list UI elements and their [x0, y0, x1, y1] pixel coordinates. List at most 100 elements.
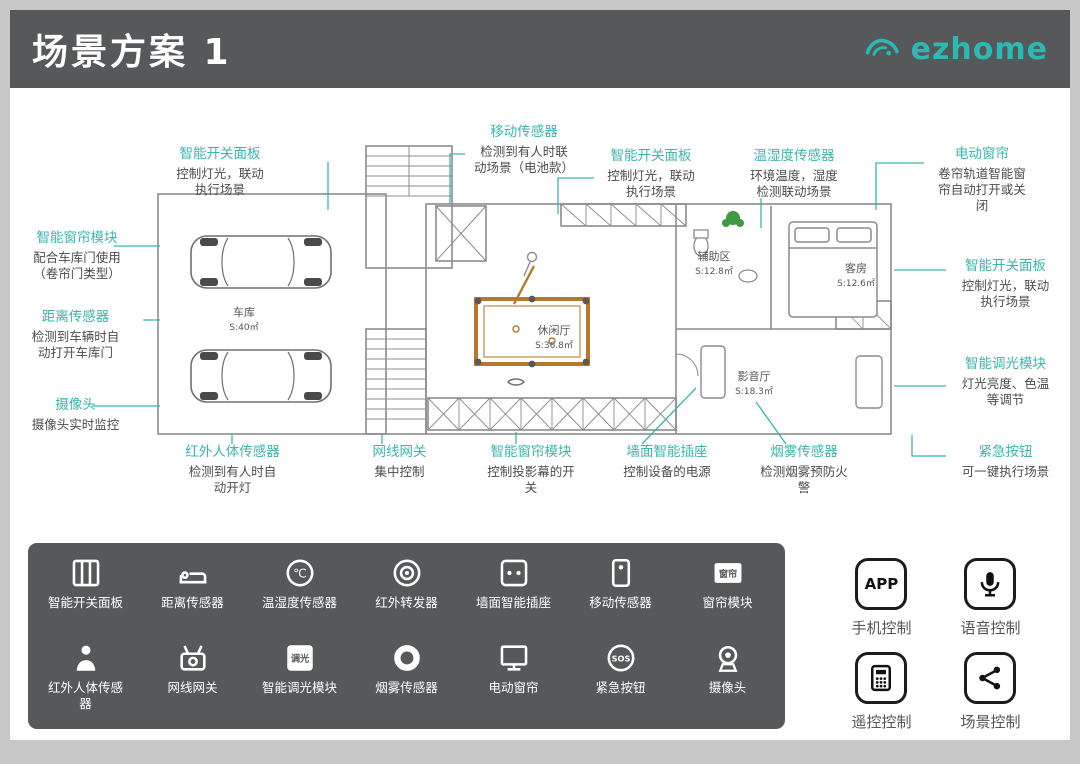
legend-item: 窗帘 窗帘模块 [674, 551, 781, 636]
control-label: 手机控制 [851, 619, 912, 637]
callout-smart-switch-panel-2: 智能开关面板 控制灯光，联动 执行场景 [595, 148, 707, 200]
slide-card: 场景方案 1 ezhome [10, 10, 1070, 740]
control-label: 语音控制 [960, 619, 1021, 637]
motion-sensor-icon [604, 554, 638, 592]
callout-title: 智能窗帘模块 [490, 444, 572, 460]
smoke-sensor-icon [390, 639, 424, 677]
callout-title: 摄像头 [55, 397, 96, 413]
legend-item: 网线网关 [139, 636, 246, 721]
camera-icon [711, 639, 745, 677]
callout-title: 烟雾传感器 [770, 444, 838, 460]
ir-body-sensor-icon [69, 639, 103, 677]
temp-humidity-sensor-icon: ℃ [283, 554, 317, 592]
legend-item: ℃ 温湿度传感器 [246, 551, 353, 636]
legend-item: 移动传感器 [567, 551, 674, 636]
room-area: S:36.8㎡ [535, 340, 573, 351]
callout-title: 距离传感器 [41, 309, 110, 325]
callout-smart-switch-panel-3: 智能开关面板 控制灯光，联动 执行场景 [948, 258, 1063, 310]
callout-electric-curtain: 电动窗帘 卷帘轨道智能窗 帘自动打开或关 闭 [922, 146, 1042, 214]
callout-title: 温湿度传感器 [753, 148, 835, 164]
room-label: 车库 [233, 305, 255, 319]
switch-panel-icon [69, 554, 103, 592]
room-area: S:12.8㎡ [695, 266, 733, 277]
app-control: APP 手机控制 [851, 558, 912, 638]
callout-desc: 控制灯光，联动 执行场景 [176, 165, 264, 197]
legend-label: 墙面智能插座 [475, 595, 551, 610]
legend-label: 距离传感器 [161, 595, 224, 610]
callout-smart-switch-panel-1: 智能开关面板 控制灯光，联动 执行场景 [155, 146, 285, 198]
callout-title: 墙面智能插座 [626, 444, 708, 460]
legend-label: 网线网关 [167, 680, 218, 695]
callout-emergency-button: 紧急按钮 可一键执行场景 [948, 444, 1063, 480]
brand-logo: ezhome [861, 31, 1048, 67]
legend-label: 红外人体传感器 [47, 680, 123, 712]
callout-smoke-sensor: 烟雾传感器 检测烟雾预防火 警 [750, 444, 858, 496]
callout-title: 红外人体传感器 [185, 444, 280, 460]
legend-label: 移动传感器 [589, 595, 652, 610]
callout-ir-body-sensor: 红外人体传感器 检测到有人时自 动开灯 [170, 444, 295, 496]
legend-label: 烟雾传感器 [375, 680, 438, 695]
mic-icon [964, 558, 1017, 610]
electric-curtain-icon [497, 639, 531, 677]
callout-desc: 配合车库门使用 （卷帘门类型） [33, 249, 121, 281]
legend-item: 烟雾传感器 [353, 636, 460, 721]
control-label: 场景控制 [960, 713, 1021, 731]
distance-sensor-icon [176, 554, 210, 592]
svg-text:调光: 调光 [290, 653, 309, 665]
scene-control: 场景控制 [960, 652, 1021, 732]
legend-label: 摄像头 [708, 680, 747, 695]
callout-desc: 集中控制 [374, 463, 425, 479]
callout-desc: 灯光亮度、色温 等调节 [961, 375, 1050, 407]
callout-title: 移动传感器 [490, 124, 558, 140]
callout-desc: 环境温度，湿度 检测联动场景 [750, 167, 838, 199]
app-icon: APP [855, 558, 908, 610]
legend-label: 红外转发器 [375, 595, 438, 610]
callout-title: 紧急按钮 [978, 444, 1033, 460]
callout-gateway: 网线网关 集中控制 [352, 444, 447, 480]
dimmer-module-icon: 调光 [283, 639, 317, 677]
diagram-area: 车库 S:40㎡ 休闲厅 S:36.8㎡ 辅助区 S:12.8㎡ 客房 S:12… [10, 88, 1070, 543]
svg-text:窗帘: 窗帘 [718, 568, 736, 580]
callout-camera: 摄像头 摄像头实时监控 [18, 397, 133, 433]
callout-motion-sensor: 移动传感器 检测到有人时联 动场景（电池款） [460, 124, 588, 176]
header-bar: 场景方案 1 ezhome [10, 10, 1070, 88]
callout-desc: 检测到有人时自 动开灯 [188, 463, 277, 495]
room-label: 客房 [845, 261, 867, 275]
remote-control: 遥控控制 [851, 652, 912, 732]
callout-desc: 卷帘轨道智能窗 帘自动打开或关 闭 [938, 165, 1026, 214]
callout-desc: 控制灯光，联动 执行场景 [961, 277, 1050, 309]
callout-title: 智能开关面板 [610, 148, 692, 164]
legend-item: 红外转发器 [353, 551, 460, 636]
ir-transmitter-icon [390, 554, 424, 592]
brand-logo-icon [861, 31, 903, 67]
legend-label: 智能开关面板 [47, 595, 123, 610]
callout-title: 智能开关面板 [179, 146, 261, 162]
legend-label: 温湿度传感器 [261, 595, 337, 610]
legend-label: 紧急按钮 [595, 680, 646, 695]
control-label: 遥控控制 [851, 713, 912, 731]
svg-text:℃: ℃ [293, 566, 307, 580]
callout-curtain-module-garage: 智能窗帘模块 配合车库门使用 （卷帘门类型） [18, 230, 136, 282]
callout-dimmer-module: 智能调光模块 灯光亮度、色温 等调节 [948, 356, 1063, 408]
callout-desc: 控制设备的电源 [623, 463, 711, 479]
callout-distance-sensor: 距离传感器 检测到车辆时自 动打开车库门 [18, 309, 133, 361]
remote-icon [855, 652, 908, 704]
brand-name: ezhome [910, 31, 1048, 67]
voice-control: 语音控制 [960, 558, 1021, 638]
plant-icon [722, 211, 744, 227]
legend-item: 摄像头 [674, 636, 781, 721]
room-label: 辅助区 [698, 249, 731, 263]
room-label: 影音厅 [738, 369, 771, 383]
page-title: 场景方案 1 [32, 32, 232, 73]
device-legend-panel: 智能开关面板 距离传感器 ℃ 温湿度传感器 红外转发器 墙面智能插座 [28, 543, 785, 729]
room-label: 休闲厅 [538, 323, 571, 337]
legend-item: 智能开关面板 [32, 551, 139, 636]
room-area: S:18.3㎡ [735, 386, 773, 397]
gateway-icon [176, 639, 210, 677]
control-methods: APP 手机控制 语音控制 遥控控制 场景控制 [840, 558, 1032, 732]
callout-desc: 检测烟雾预防火 警 [760, 463, 848, 495]
callout-title: 电动窗帘 [955, 146, 1009, 162]
legend-item: 调光 智能调光模块 [246, 636, 353, 721]
emergency-button-icon: SOS [604, 639, 638, 677]
curtain-module-icon: 窗帘 [711, 554, 745, 592]
